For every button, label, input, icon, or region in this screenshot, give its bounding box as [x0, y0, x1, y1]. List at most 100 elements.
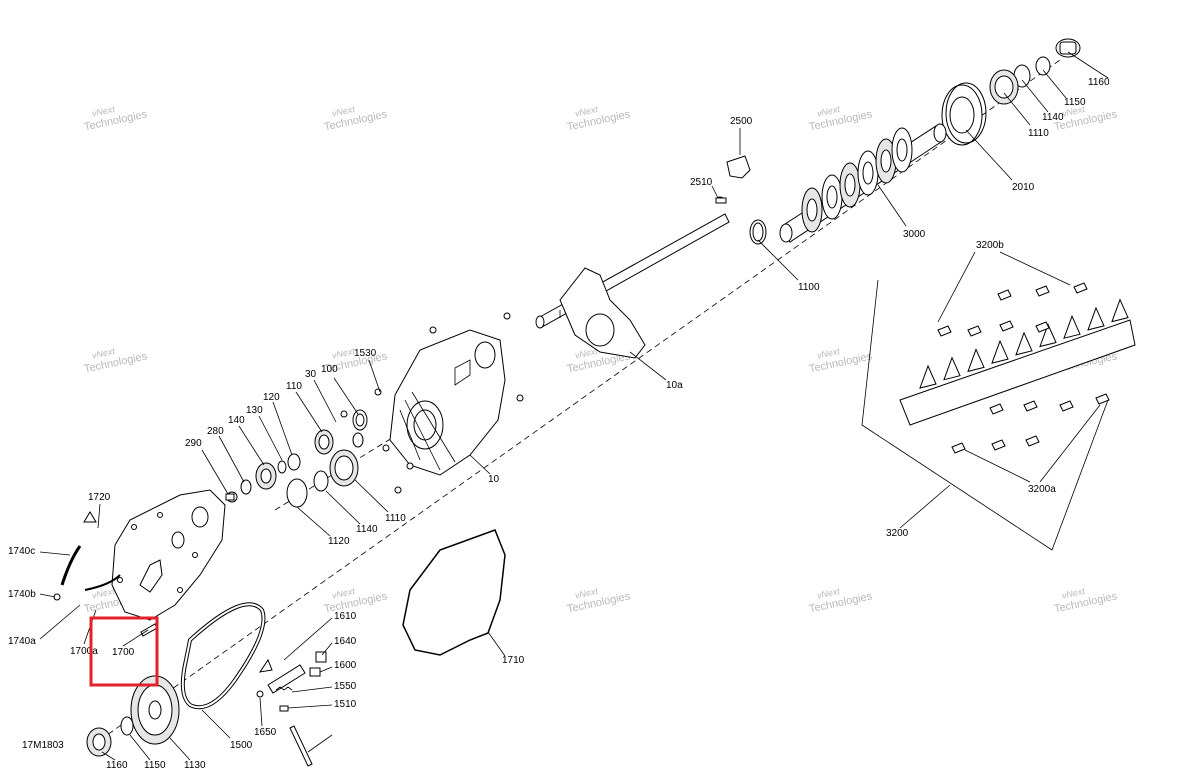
- callout-130: 130: [246, 405, 263, 416]
- bearing-1110-left: [329, 449, 359, 487]
- callout-140: 140: [228, 415, 245, 426]
- washer-280: [240, 479, 252, 495]
- bearing-1160-top: [1055, 38, 1081, 58]
- slider-3200: [899, 298, 1136, 426]
- tensioner-1610: [258, 658, 306, 694]
- shift-fork-2500: [726, 155, 751, 179]
- callout-1120: 1120: [328, 536, 350, 547]
- callout-1740c: 1740c: [8, 546, 35, 557]
- callout-1650: 1650: [254, 727, 277, 738]
- sprocket-140: [255, 462, 277, 490]
- svg-text:vNext: vNext: [91, 586, 116, 601]
- spring-1550: [275, 686, 293, 691]
- ring-30: [352, 432, 364, 448]
- snap-ring-1120: [286, 478, 308, 508]
- callout-120: 120: [263, 392, 280, 403]
- callout-1550: 1550: [334, 681, 357, 692]
- callout-3200: 3200: [886, 528, 909, 539]
- svg-text:vNext: vNext: [816, 346, 841, 361]
- group-bracket-3200: [861, 279, 1109, 551]
- callout-110: 110: [286, 381, 302, 392]
- clips-3200b: [937, 282, 1088, 337]
- dipstick-1720: [83, 511, 97, 523]
- callout-100: 100: [321, 364, 338, 375]
- pin-2510: [715, 196, 727, 204]
- svg-text:vNext: vNext: [1061, 104, 1086, 119]
- washer-130: [277, 460, 287, 474]
- sprocket-1130: [130, 675, 180, 745]
- seal-1140-left: [313, 470, 329, 492]
- svg-text:vNext: vNext: [91, 104, 116, 119]
- svg-text:vNext: vNext: [816, 104, 841, 119]
- hose-1740c: [60, 545, 82, 586]
- callout-1110-top: 1110: [1028, 128, 1049, 139]
- callout-1720: 1720: [88, 492, 111, 503]
- callout-2500: 2500: [730, 116, 753, 127]
- ring-120: [287, 453, 301, 471]
- chain-1500: [180, 602, 266, 710]
- callout-1100: 1100: [798, 282, 820, 293]
- callout-30: 30: [305, 369, 317, 380]
- bolt-1700: [140, 623, 158, 637]
- chaincase-cover: [111, 489, 226, 621]
- callout-1710: 1710: [502, 655, 525, 666]
- callout-10: 10: [488, 474, 500, 485]
- callout-1160-top: 1160: [1088, 77, 1110, 88]
- hose-1740a: [84, 574, 121, 591]
- callout-1140-left: 1140: [356, 524, 378, 535]
- seal-100: [352, 409, 368, 431]
- svg-text:vNext: vNext: [574, 586, 599, 601]
- gear-shaft-3000: [779, 123, 947, 243]
- callout-labels: 1160 1150 1140 1110 2010 2500 2510 3000 …: [8, 77, 1110, 771]
- callout-1610: 1610: [334, 611, 357, 622]
- callout-1500: 1500: [230, 740, 253, 751]
- leader-lines: [39, 51, 1109, 761]
- gasket-1710: [402, 529, 506, 656]
- pin-1510: [279, 705, 289, 712]
- highlight-box-1700: [89, 616, 159, 687]
- housing-10: [389, 329, 506, 476]
- svg-text:vNext: vNext: [574, 104, 599, 119]
- svg-text:vNext: vNext: [331, 104, 356, 119]
- svg-text:vNext: vNext: [816, 586, 841, 601]
- callout-1740a: 1740a: [8, 636, 36, 647]
- housing-bolts: [340, 312, 524, 494]
- callout-1600: 1600: [334, 660, 357, 671]
- callout-1150-top: 1150: [1064, 97, 1086, 108]
- bearing-110: [314, 429, 334, 455]
- svg-text:vNext: vNext: [1061, 586, 1086, 601]
- snap-ring-1100: [749, 219, 767, 245]
- callout-3200b: 3200b: [976, 240, 1004, 251]
- snap-ring-1150-bottom: [120, 716, 134, 736]
- clips-3200a: [951, 393, 1110, 454]
- screw-1600: [309, 667, 321, 677]
- plug-1640: [315, 651, 327, 663]
- rod-1520: [289, 725, 313, 767]
- svg-text:vNext: vNext: [331, 346, 356, 361]
- svg-text:vNext: vNext: [331, 586, 356, 601]
- callout-1110-left: 1110: [385, 513, 406, 524]
- callout-1700: 1700: [112, 647, 135, 658]
- svg-text:vNext: vNext: [574, 346, 599, 361]
- snap-ring-1150-top: [1035, 56, 1051, 76]
- ring-1650: [256, 690, 264, 698]
- bearing-1110-top: [989, 69, 1019, 105]
- callout-1510: 1510: [334, 699, 357, 710]
- callout-1150-bottom: 1150: [144, 760, 166, 771]
- callout-2510: 2510: [690, 177, 713, 188]
- callout-2010: 2010: [1012, 182, 1035, 193]
- bolt-290: [225, 491, 238, 503]
- assembly-axis-line: [99, 59, 1061, 741]
- callout-3200a: 3200a: [1028, 484, 1056, 495]
- cover-plate-2010: [941, 82, 987, 146]
